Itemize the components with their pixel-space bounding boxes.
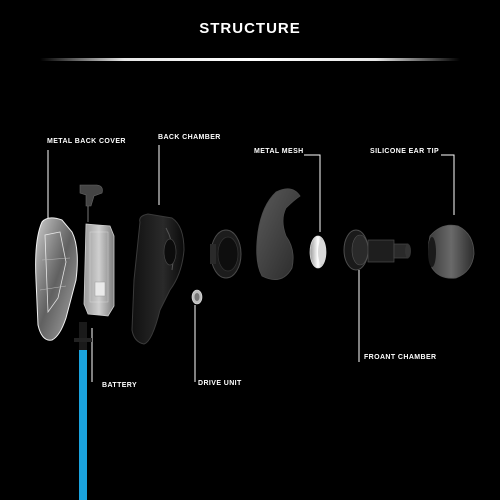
drive-unit-part <box>191 289 203 305</box>
diagram-title: STRUCTURE <box>199 20 301 37</box>
label-back-chamber: BACK CHAMBER <box>158 134 221 141</box>
leader-silicone-ear-tip <box>441 154 455 215</box>
driver-disc-part <box>210 229 242 279</box>
label-metal-mesh: METAL MESH <box>254 148 304 155</box>
metal-mesh-part <box>309 235 327 269</box>
ear-hook-part <box>256 188 301 280</box>
leader-metal-mesh <box>304 154 321 232</box>
clip-part <box>79 184 103 207</box>
label-metal-back-cover: METAL BACK COVER <box>47 138 126 145</box>
label-drive-unit: DRIVE UNIT <box>198 380 242 387</box>
cable <box>74 322 92 500</box>
back-chamber-part <box>131 213 185 345</box>
battery-part <box>83 223 115 317</box>
leader-lines <box>47 145 455 382</box>
title-underline <box>40 58 460 61</box>
metal-back-cover-part <box>35 217 78 341</box>
front-chamber-part <box>343 229 411 271</box>
label-froant-chamber: FROANT CHAMBER <box>364 354 437 361</box>
silicone-ear-tip-part <box>428 224 475 279</box>
label-silicone-ear-tip: SILICONE EAR TIP <box>370 148 440 155</box>
label-battery: BATTERY <box>102 382 138 389</box>
